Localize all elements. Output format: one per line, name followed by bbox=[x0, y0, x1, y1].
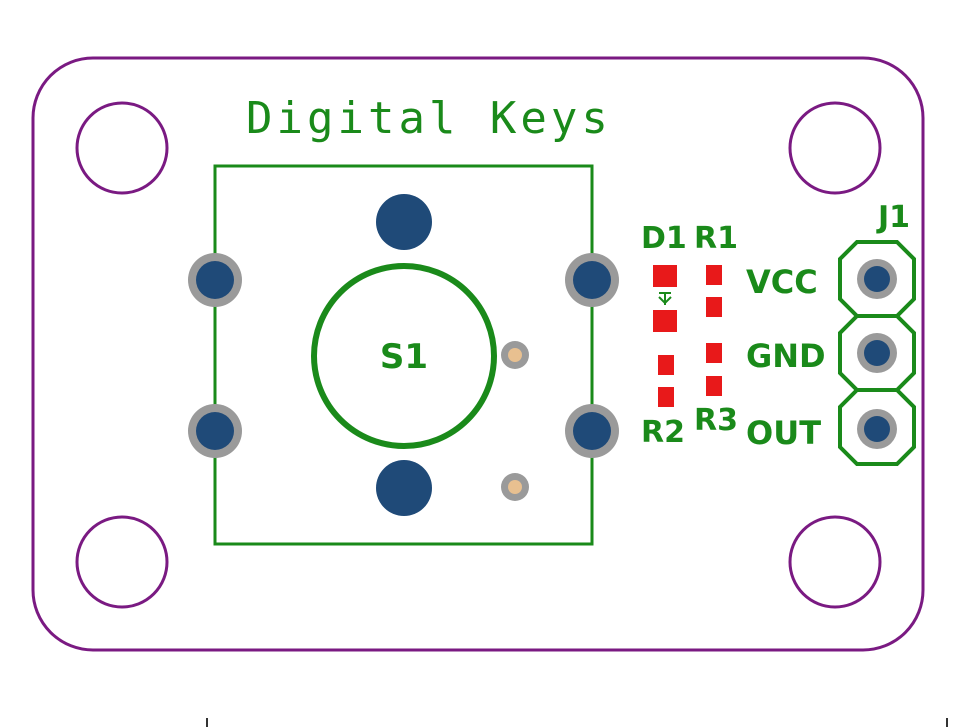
mounting-hole-bottom-left bbox=[75, 515, 169, 609]
connector-designator: J1 bbox=[876, 200, 910, 235]
switch-pad-bottom-left bbox=[188, 404, 242, 458]
switch-footprint-outline bbox=[213, 164, 594, 546]
connector-pin-3-pad bbox=[857, 409, 897, 449]
mounting-hole-top-left bbox=[75, 101, 169, 195]
mounting-hole-bottom-right bbox=[788, 515, 882, 609]
led-pad-upper bbox=[501, 341, 529, 369]
switch-pad-bottom bbox=[376, 460, 432, 516]
label-d1: D1 bbox=[641, 221, 687, 256]
connector-pin-2-pad bbox=[857, 333, 897, 373]
pin-label-vcc: VCC bbox=[746, 263, 818, 301]
label-r2: R2 bbox=[641, 415, 685, 450]
connector-pin-1-pad bbox=[857, 259, 897, 299]
switch-designator: S1 bbox=[380, 337, 428, 377]
label-r1: R1 bbox=[694, 221, 738, 256]
switch-pad-top-left bbox=[188, 253, 242, 307]
switch-pad-top bbox=[376, 194, 432, 250]
switch-pad-top-right bbox=[565, 253, 619, 307]
r3-pad-bottom bbox=[706, 376, 722, 396]
d1-pad-bottom bbox=[653, 310, 677, 332]
board-outline bbox=[31, 56, 925, 652]
label-r3: R3 bbox=[694, 403, 738, 438]
switch-pad-bottom-right bbox=[565, 404, 619, 458]
mounting-hole-top-right bbox=[788, 101, 882, 195]
led-pad-lower bbox=[501, 473, 529, 501]
r3-pad-top bbox=[706, 343, 722, 363]
r1-pad-top bbox=[706, 265, 722, 285]
board-title: Digital Keys bbox=[246, 93, 612, 144]
pin-label-gnd: GND bbox=[746, 337, 826, 375]
r2-pad-top bbox=[658, 355, 674, 375]
diode-symbol bbox=[658, 292, 672, 305]
switch-body-circle bbox=[311, 263, 497, 449]
d1-pad-top bbox=[653, 265, 677, 287]
r2-pad-bottom bbox=[658, 387, 674, 407]
r1-pad-bottom bbox=[706, 297, 722, 317]
connector-outline bbox=[838, 240, 916, 466]
pin-label-out: OUT bbox=[746, 414, 821, 452]
